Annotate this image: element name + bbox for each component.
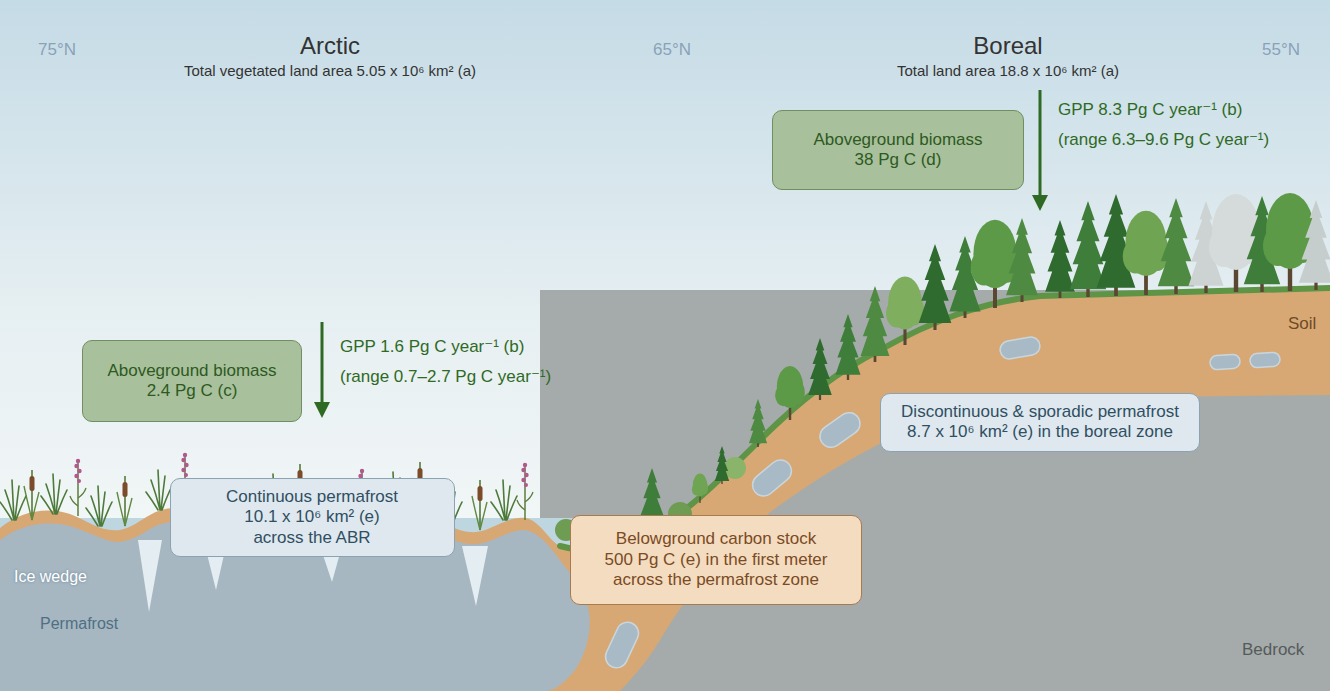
box-text: Aboveground biomass 2.4 Pg C (c) <box>102 361 282 402</box>
grass-tuft <box>491 480 517 520</box>
gpp-range: (range 6.3–9.6 Pg C year⁻¹) <box>1058 130 1269 150</box>
box-text: Belowground carbon stock 500 Pg C (e) in… <box>602 529 830 590</box>
gpp-arrow-head <box>1032 195 1048 211</box>
ground-vegetation-line <box>560 288 1330 551</box>
zone-heading: Arctic <box>300 32 360 60</box>
fireweed <box>177 453 193 510</box>
gpp-range: (range 0.7–2.7 Pg C year⁻¹) <box>340 367 551 387</box>
cattail <box>472 480 487 530</box>
cattail <box>117 476 132 526</box>
biomass-box: Aboveground biomass 2.4 Pg C (c) <box>82 340 302 422</box>
cattail <box>237 478 252 528</box>
tundra-plants <box>0 453 533 530</box>
shrub <box>668 502 692 526</box>
spruce-tree <box>808 338 832 400</box>
permafrost-box: Continuous permafrost 10.1 x 10⁶ km² (e)… <box>170 478 455 557</box>
shrub <box>615 526 635 546</box>
layer-label: Soil <box>1288 314 1316 334</box>
ice-wedge <box>205 546 226 590</box>
ice-wedges <box>138 540 488 612</box>
latitude-label: 75°N <box>38 40 76 60</box>
latitude-label: 55°N <box>1262 40 1300 60</box>
permafrost-lens <box>1210 354 1241 370</box>
ice-wedge <box>138 540 162 612</box>
boreal-forest <box>692 193 1330 503</box>
permafrost-lens <box>816 408 865 451</box>
ice-wedge <box>320 546 342 582</box>
grass-tuft <box>261 474 287 514</box>
cattail <box>24 470 39 520</box>
shrub <box>555 519 577 541</box>
gpp-arrow-shaft <box>1039 90 1042 197</box>
permafrost-box: Discontinuous & sporadic permafrost 8.7 … <box>880 393 1200 452</box>
zone-area: Total land area 18.8 x 10⁶ km² (a) <box>897 62 1119 79</box>
permafrost-lens <box>1250 352 1281 368</box>
grass-tuft <box>41 474 67 514</box>
latitude-label: 65°N <box>653 40 691 60</box>
gpp-arrow-shaft <box>321 322 324 404</box>
fireweed <box>517 463 533 520</box>
biomass-box: Aboveground biomass 38 Pg C (d) <box>772 110 1024 190</box>
grass-tuft <box>201 486 227 526</box>
layer-label: Permafrost <box>40 615 118 633</box>
fireweed <box>70 459 86 516</box>
permafrost-lens <box>602 619 642 672</box>
grass-tuft <box>0 480 26 520</box>
spruce-tree <box>835 314 860 380</box>
spruce-tree <box>919 244 952 330</box>
cattail <box>412 462 427 512</box>
gpp-arrow-head <box>314 402 330 418</box>
box-text: Discontinuous & sporadic permafrost 8.7 … <box>895 402 1185 443</box>
small-spruce <box>638 468 665 540</box>
ice-wedge <box>462 546 488 606</box>
permafrost-lens <box>999 336 1042 361</box>
soil <box>0 288 1330 691</box>
gpp-arrows <box>314 90 1048 418</box>
spruce-tree <box>715 446 729 484</box>
deciduous-tree <box>692 474 708 503</box>
carbon-stock-box: Belowground carbon stock 500 Pg C (e) in… <box>570 515 862 605</box>
spruce-tree <box>749 399 767 447</box>
grass-tuft <box>381 472 407 512</box>
deciduous-tree <box>886 276 924 345</box>
permafrost-lens <box>748 455 796 500</box>
spruce-tree <box>1006 218 1038 302</box>
spruce-tree <box>1158 198 1194 294</box>
fireweed <box>354 469 370 526</box>
permafrost-lenses <box>602 336 1281 672</box>
spruce-tree <box>861 286 890 362</box>
spruce-tree <box>1045 220 1075 298</box>
cattail <box>292 464 307 514</box>
box-text: Continuous permafrost 10.1 x 10⁶ km² (e)… <box>217 487 407 548</box>
grass-tuft <box>86 486 112 526</box>
continuous-permafrost <box>0 522 590 691</box>
layer-label: Ice wedge <box>14 568 87 586</box>
grass-tuft <box>436 486 462 526</box>
zone-area: Total vegetated land area 5.05 x 10⁶ km²… <box>184 62 476 79</box>
box-text: Aboveground biomass 38 Pg C (d) <box>808 130 988 171</box>
layer-label: Bedrock <box>1242 640 1304 660</box>
gpp-value: GPP 8.3 Pg C year⁻¹ (b) <box>1058 100 1242 120</box>
gpp-value: GPP 1.6 Pg C year⁻¹ (b) <box>340 337 524 357</box>
shrub <box>579 527 597 545</box>
deciduous-tree <box>775 366 805 420</box>
grass-tuft <box>146 470 172 510</box>
pale-tree <box>1299 200 1330 290</box>
grass-tuft <box>321 490 347 530</box>
zone-heading: Boreal <box>973 32 1042 60</box>
